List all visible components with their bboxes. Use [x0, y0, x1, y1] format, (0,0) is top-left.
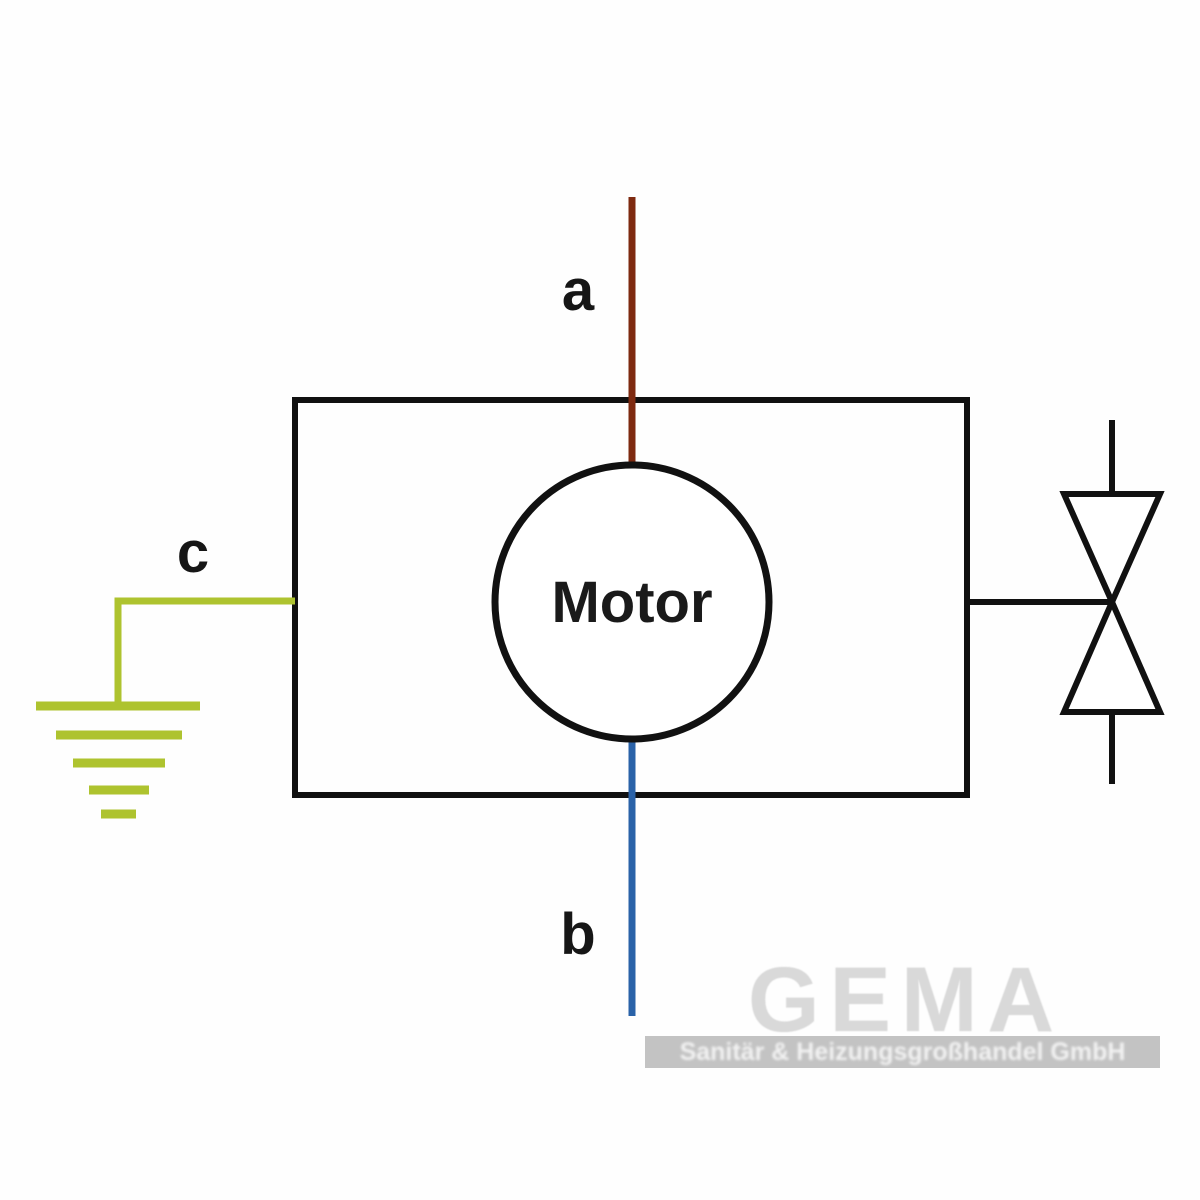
valve-bottom-triangle — [1059, 594, 1165, 715]
valve-top-triangle — [1059, 491, 1165, 610]
motor-label: Motor — [551, 570, 712, 635]
ground-symbol — [36, 701, 200, 819]
wire-a-label: a — [562, 258, 595, 323]
wire-b-label: b — [560, 902, 595, 967]
wire-c — [114, 597, 295, 706]
watermark-bar: Sanitär & Heizungsgroßhandel GmbH — [645, 1036, 1160, 1068]
valve-symbol — [1059, 420, 1165, 784]
wire-c-label: c — [177, 520, 209, 585]
watermark-brand: GEMA — [748, 949, 1064, 1051]
watermark-subtitle: Sanitär & Heizungsgroßhandel GmbH — [679, 1037, 1126, 1066]
motor-circle — [491, 461, 773, 743]
